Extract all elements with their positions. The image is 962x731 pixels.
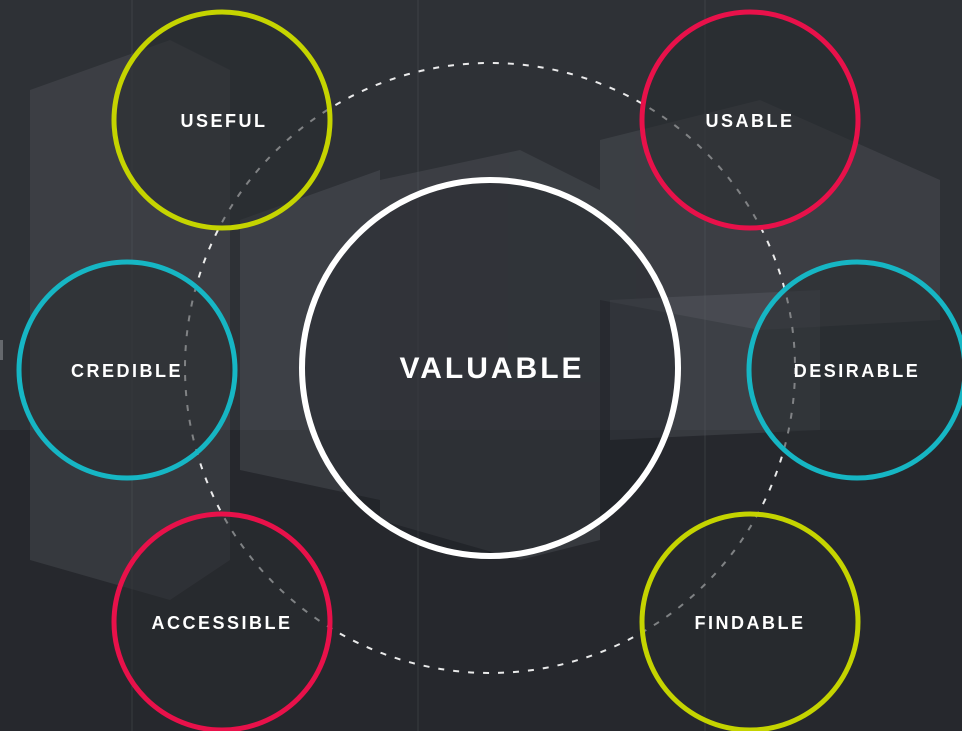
node-desirable-label: DESIRABLE [794, 361, 921, 381]
node-credible-circle [16, 259, 238, 481]
node-desirable-circle [746, 259, 962, 481]
center-circle [299, 177, 681, 559]
node-accessible-circle [111, 511, 333, 731]
node-usable: USABLE [639, 9, 861, 231]
node-desirable: DESIRABLE [746, 259, 962, 481]
center-node: VALUABLE [299, 177, 681, 559]
node-credible-label: CREDIBLE [71, 361, 183, 381]
node-accessible: ACCESSIBLE [111, 511, 333, 731]
node-findable-label: FINDABLE [695, 613, 806, 633]
node-findable-circle [639, 511, 861, 731]
node-usable-circle [639, 9, 861, 231]
node-usable-label: USABLE [705, 111, 794, 131]
node-accessible-label: ACCESSIBLE [151, 613, 292, 633]
node-findable: FINDABLE [639, 511, 861, 731]
node-useful-label: USEFUL [181, 111, 268, 131]
node-useful-circle [111, 9, 333, 231]
node-useful: USEFUL [111, 9, 333, 231]
node-credible: CREDIBLE [16, 259, 238, 481]
center-label: VALUABLE [399, 352, 584, 385]
